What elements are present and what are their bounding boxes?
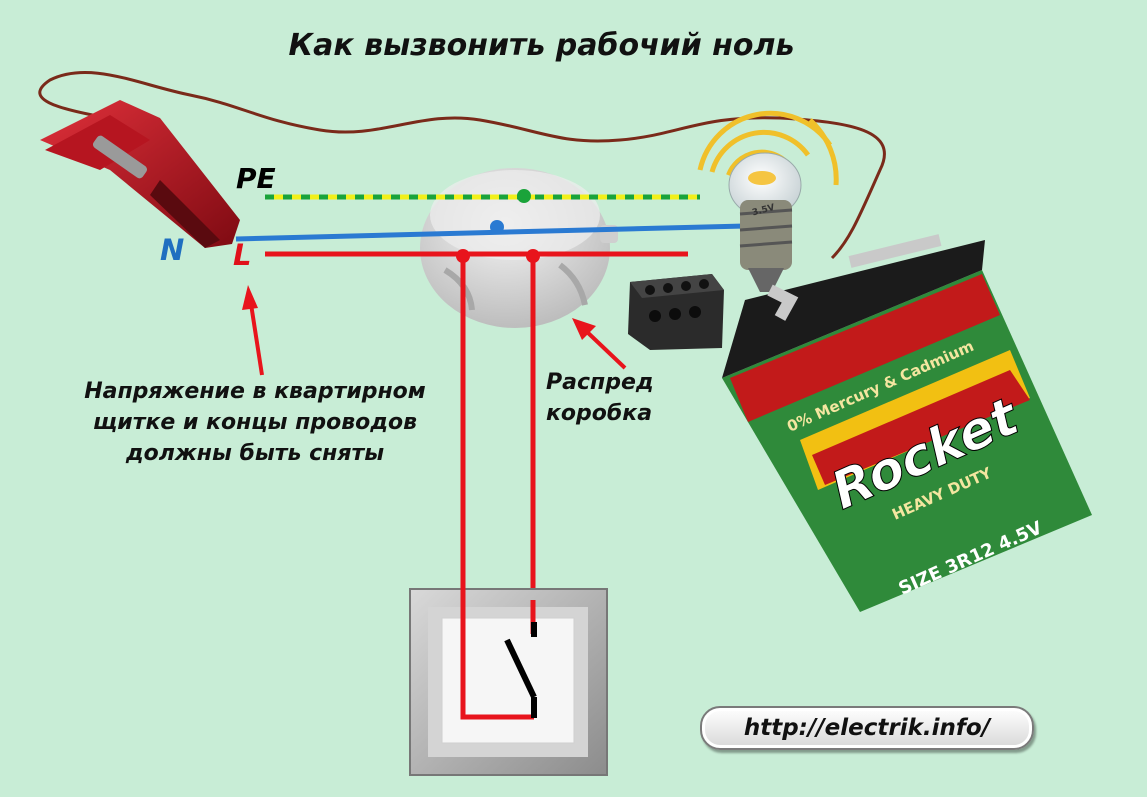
pe-junction-dot bbox=[517, 189, 531, 203]
url-badge[interactable]: http://electrik.info/ bbox=[700, 706, 1034, 750]
junction-box bbox=[420, 168, 618, 328]
voltage-note: Напряжение в квартирном щитке и концы пр… bbox=[84, 379, 426, 466]
switch-blade bbox=[504, 638, 537, 699]
neutral-junction-dot bbox=[490, 220, 504, 234]
test-lead-wire bbox=[38, 71, 886, 260]
arrow-to-wire-ends bbox=[242, 285, 264, 376]
terminal-block bbox=[628, 274, 724, 350]
battery: 0% Mercury & Cadmium Rocket HEAVY DUTY S… bbox=[722, 234, 1092, 612]
pe-label: PE bbox=[236, 162, 276, 195]
arrow-to-junction-box bbox=[572, 318, 627, 370]
light-switch bbox=[409, 254, 608, 776]
l-label: L bbox=[233, 238, 252, 272]
pe-wire bbox=[265, 189, 700, 203]
phase-junction-dot-2 bbox=[526, 249, 540, 263]
light-bulb: 3.5V bbox=[697, 110, 839, 292]
crocodile-clip bbox=[40, 100, 240, 248]
diagram-title: Как вызвонить рабочий ноль bbox=[288, 28, 795, 63]
site-url[interactable]: http://electrik.info/ bbox=[743, 715, 991, 741]
neutral-wire bbox=[235, 220, 746, 242]
n-label: N bbox=[160, 233, 185, 267]
junction-box-label: Распред коробка bbox=[546, 370, 654, 426]
